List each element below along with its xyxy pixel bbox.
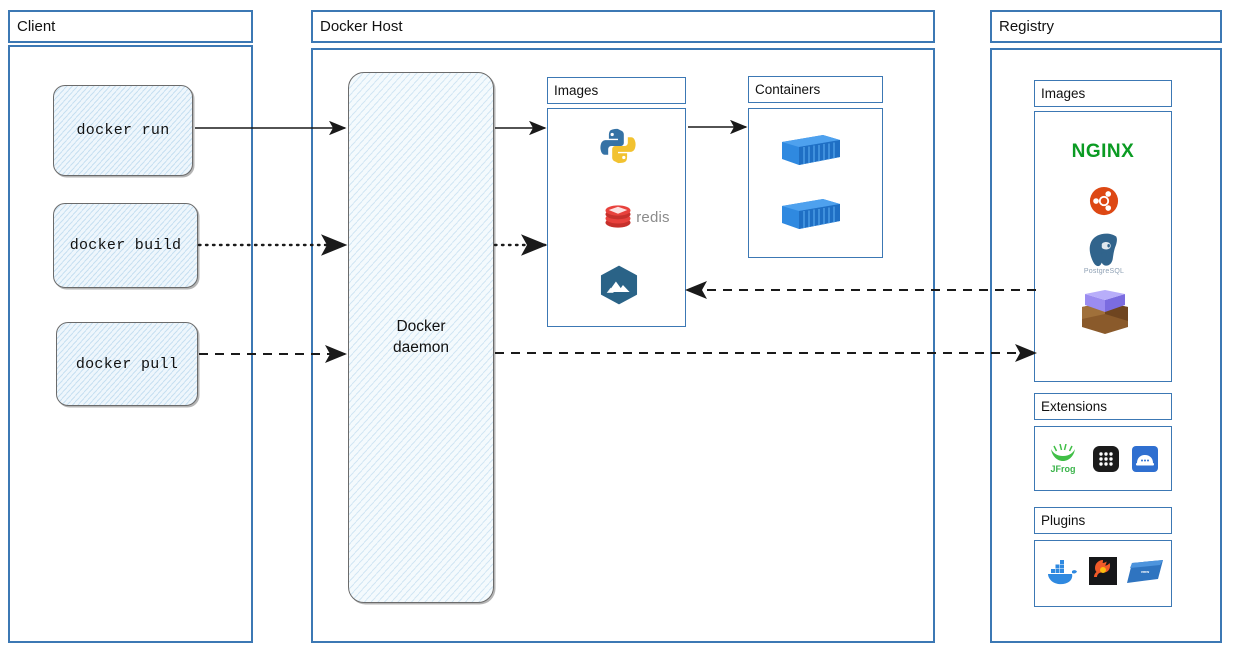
host-containers-body [748, 108, 883, 258]
redis-label: redis [636, 208, 670, 226]
jfrog-logo: JFrog [1045, 440, 1081, 478]
docker-pull-node[interactable]: docker pull [56, 322, 198, 406]
registry-panel-title: Registry [990, 10, 1222, 43]
grafana-logo [1088, 556, 1118, 586]
host-containers-label: Containers [755, 81, 821, 97]
docker-whale-logo [1043, 556, 1079, 590]
client-panel-label: Client [17, 18, 56, 35]
python-logo [597, 125, 639, 167]
registry-panel-label: Registry [999, 18, 1055, 35]
client-panel-title: Client [8, 10, 253, 43]
nginx-label: NGINX [1071, 141, 1135, 162]
registry-plugins-title: Plugins [1034, 507, 1172, 534]
blue-dome-icon [1131, 445, 1159, 473]
host-images-title: Images [547, 77, 686, 104]
docker-run-label: docker run [76, 122, 170, 139]
docker-daemon-line2: daemon [392, 338, 449, 356]
docker-build-label: docker build [69, 237, 182, 254]
docker-pull-label: docker pull [75, 355, 179, 373]
package-box-icon [1076, 289, 1134, 337]
postgresql-logo: PostgreSQL [1078, 230, 1130, 278]
docker-run-node[interactable]: docker run [53, 85, 193, 176]
registry-plugins-label: Plugins [1041, 512, 1086, 528]
docker-build-node[interactable]: docker build [53, 203, 198, 288]
docker-daemon-node[interactable]: Docker daemon [348, 72, 494, 603]
grid-dots-icon [1092, 445, 1120, 473]
registry-extensions-label: Extensions [1041, 398, 1108, 414]
alpine-linux-logo [596, 262, 642, 308]
docker-host-panel-title: Docker Host [311, 10, 935, 43]
docker-daemon-line1: Docker [396, 317, 446, 335]
registry-extensions-title: Extensions [1034, 393, 1172, 420]
registry-images-title: Images [1034, 80, 1172, 107]
redis-logo: redis [589, 202, 685, 232]
docker-host-panel-label: Docker Host [320, 18, 403, 35]
docker-daemon-label: Docker daemon [393, 317, 449, 359]
nginx-logo: NGINX [1059, 138, 1147, 166]
host-images-label: Images [554, 82, 599, 98]
postgresql-label: PostgreSQL [1083, 268, 1125, 275]
jfrog-label: JFrog [1050, 464, 1076, 474]
ubuntu-logo [1088, 185, 1120, 217]
svg-text:vmw: vmw [1141, 570, 1149, 574]
vmware-logo: vmw [1124, 556, 1166, 588]
shipping-container-icon [778, 128, 844, 172]
registry-images-label: Images [1041, 85, 1086, 101]
host-containers-title: Containers [748, 76, 883, 103]
shipping-container-icon [778, 192, 844, 236]
